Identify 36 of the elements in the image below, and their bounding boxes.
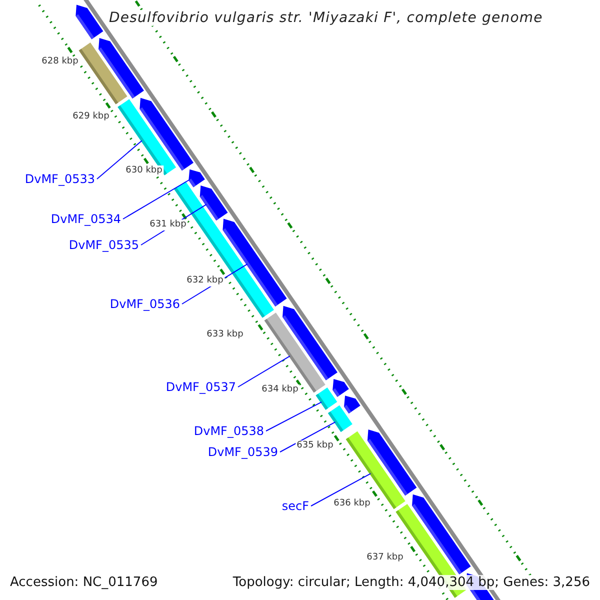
leader-line: [280, 422, 336, 452]
gene-block: [222, 218, 287, 306]
tick-label: 636 kbp: [332, 498, 372, 510]
gene-block: [367, 430, 417, 496]
leader-line: [122, 179, 190, 220]
leader-line: [96, 140, 142, 180]
tick-label: 631 kbp: [148, 220, 188, 230]
gene-block: [282, 306, 338, 380]
gene-block: [328, 405, 352, 432]
gene-block: [98, 38, 144, 99]
gene-block: [76, 4, 104, 40]
tick-label: 635 kbp: [296, 440, 334, 452]
gene-label: DvMF_0535: [68, 239, 139, 251]
gene-block: [332, 379, 349, 397]
tick-label: 628 kbp: [40, 56, 80, 68]
tick-label: 637 kbp: [366, 552, 404, 564]
gene-block: [344, 396, 360, 414]
genome-title: Desulfovibrio vulgaris str. 'Miyazaki F', complete genome: [107, 10, 545, 26]
leader-line: [310, 473, 372, 506]
gene-label: DvMF_0534: [50, 213, 121, 225]
gene-label: secF: [282, 500, 309, 512]
gene-label: DvMF_0537: [166, 381, 236, 393]
gene-label: DvMF_0533: [24, 173, 95, 185]
tick-label: 630 kbp: [124, 166, 164, 176]
tick-label: 634 kbp: [260, 384, 300, 396]
tick-label: 629 kbp: [72, 112, 110, 122]
gene-block: [316, 387, 338, 410]
tick-label: 632 kbp: [186, 276, 224, 286]
gene-block: [200, 186, 228, 221]
gene-label: DvMF_0539: [208, 446, 278, 458]
tick-label: 633 kbp: [206, 330, 244, 340]
accession-text: Accession: NC_011769: [8, 575, 160, 590]
gene-label: DvMF_0536: [110, 298, 180, 310]
gene-block: [188, 169, 205, 188]
genome-stats-text: Topology: circular; Length: 4,040,304 bp; Genes: 3,256: [230, 575, 592, 590]
gene-label: DvMF_0538: [194, 425, 264, 437]
